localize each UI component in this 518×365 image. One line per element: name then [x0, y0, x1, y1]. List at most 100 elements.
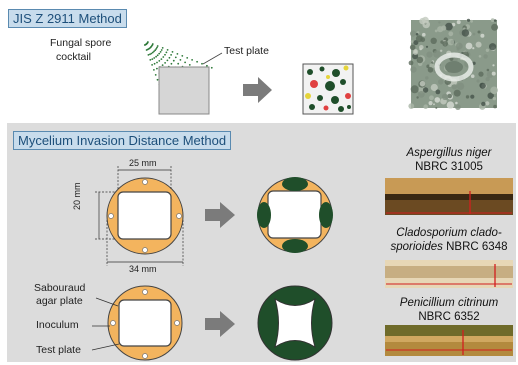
photo-speckle [455, 42, 463, 50]
photo-speckle [408, 103, 415, 109]
photo-speckle [410, 30, 417, 37]
photo-speckle [479, 82, 486, 89]
photo-speckle [485, 101, 490, 106]
photo-speckle [486, 68, 490, 72]
photo-speckle [438, 79, 444, 85]
photo-speckle [456, 20, 461, 25]
photo-speckle [448, 31, 454, 37]
spore-dot [156, 78, 159, 81]
photo-speckle [429, 95, 434, 101]
spore-dot [145, 49, 148, 51]
inoculum-dot [142, 289, 148, 295]
colony-spot [317, 95, 323, 101]
dimension-side-label: 20 mm [72, 182, 82, 210]
spore-dot [210, 66, 213, 69]
spore-dot [153, 57, 156, 59]
species-aspergillus: Aspergillus niger NBRC 31005 [385, 146, 513, 174]
spore-dot [156, 54, 159, 57]
spore-dot [149, 53, 151, 56]
photo-speckle [437, 26, 444, 33]
spore-dot [151, 64, 154, 66]
spore-dot [164, 53, 166, 56]
photo-speckle [417, 91, 425, 98]
inoculum-label: Inoculum [36, 319, 79, 331]
arrow-icon [205, 311, 235, 337]
spore-dot [201, 62, 203, 65]
colony-spot [340, 79, 346, 85]
species-name: Aspergillus niger [406, 147, 492, 159]
photo-speckle [465, 95, 470, 99]
photo-speckle [413, 40, 419, 46]
inoculum-dot [142, 247, 148, 253]
species-cladosporium: Cladosporium clado- sporioides NBRC 6348 [382, 226, 516, 254]
spore-dot [158, 60, 161, 62]
spore-dot [206, 64, 208, 67]
spore-dot [154, 74, 157, 76]
photo-speckle [461, 29, 470, 37]
sabouraud-label-line2: agar plate [36, 295, 83, 307]
strain-id: NBRC 6352 [418, 311, 480, 323]
photo-speckle [491, 71, 496, 76]
spore-dot [168, 56, 171, 59]
spore-dot [156, 67, 158, 70]
photo-speckle [455, 104, 461, 110]
dimension-bottom-label: 34 mm [129, 264, 157, 274]
spore-dot [155, 48, 158, 50]
photo-speckle [490, 18, 495, 23]
photo-speckle [451, 84, 458, 90]
spore-dot [143, 44, 146, 46]
agar-plate-early-growth [257, 177, 333, 253]
photo-speckle [466, 18, 471, 22]
photo-speckle [486, 71, 494, 78]
photo-speckle [428, 101, 433, 106]
species-name: Penicillium citrinum [399, 297, 499, 309]
spore-dot [154, 49, 157, 52]
colonized-plate [302, 63, 354, 115]
colony-spot [307, 69, 313, 75]
dimension-lines [95, 166, 184, 266]
spore-dot [172, 59, 175, 62]
photo-speckle [410, 66, 417, 73]
photo-speckle [445, 22, 453, 31]
photo-speckle [435, 106, 438, 109]
photo-speckle [492, 64, 495, 67]
photo-speckle [491, 23, 499, 31]
growth-photo-cladosporium [385, 260, 513, 288]
colony-spot [319, 66, 325, 72]
photo-speckle [408, 60, 414, 66]
photo-speckle [470, 19, 473, 23]
inoculum-dot [176, 213, 182, 219]
photo-speckle [493, 104, 497, 109]
photo-speckle [430, 37, 437, 44]
species-name: Cladosporium clado- [396, 227, 502, 239]
photo-speckle [419, 80, 426, 87]
photo-speckle [485, 77, 490, 82]
spore-dot [150, 52, 153, 55]
spore-dot [153, 62, 156, 65]
strain-id: NBRC 6348 [442, 241, 508, 253]
photo-speckle [487, 92, 494, 99]
inoculum-dot [142, 353, 148, 359]
photo-speckle [423, 104, 429, 109]
spore-dot [184, 61, 187, 64]
test-plate-label: Test plate [224, 45, 269, 57]
photo-speckle [447, 38, 455, 46]
spore-dot [153, 69, 155, 71]
inoculum-dot [110, 320, 116, 326]
spore-dot [179, 59, 182, 61]
dimension-top-label: 25 mm [129, 158, 157, 168]
photo-speckle [438, 21, 441, 24]
spore-dot [158, 52, 161, 55]
species-name-cont: sporioides [390, 241, 443, 253]
photo-speckle [475, 41, 482, 48]
colony-spot [345, 93, 351, 99]
photo-speckle [434, 29, 438, 33]
test-plate-label-2: Test plate [36, 344, 81, 356]
spore-dot [166, 59, 169, 62]
spore-dot [177, 62, 180, 65]
photo-speckle [489, 43, 497, 51]
spore-dot [156, 61, 158, 64]
mycelium-patch [257, 202, 271, 228]
photo-speckle [446, 101, 455, 109]
spore-dot [156, 45, 159, 47]
